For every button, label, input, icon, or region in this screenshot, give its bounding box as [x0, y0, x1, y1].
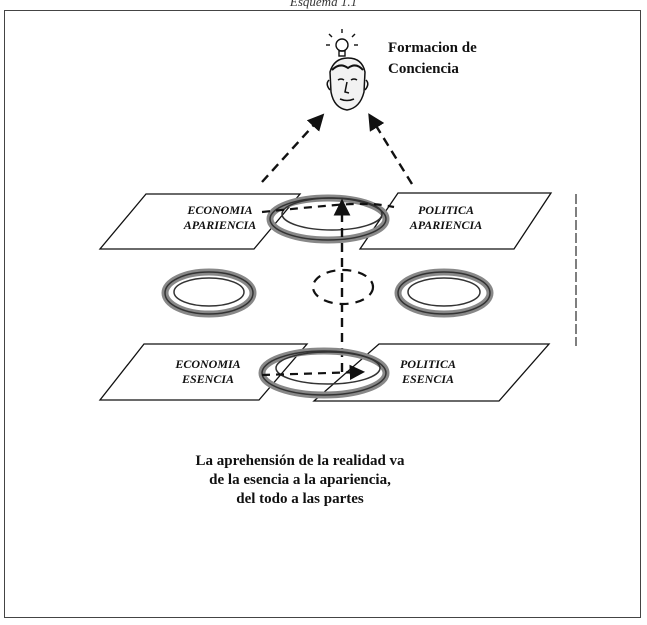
label-economia-esencia: ECONOMIA ESENCIA [158, 357, 258, 387]
label-politica-apariencia: POLITICA APARIENCIA [396, 203, 496, 233]
arrow-to-head-left [261, 113, 325, 183]
header-caption: Esquema 1.1 [289, 0, 358, 9]
caption-line-1: La aprehensión de la realidad va [195, 453, 405, 469]
label-politica-esencia: POLITICA ESENCIA [378, 357, 478, 387]
bottom-plane-flow-arrow [261, 364, 366, 381]
label-economia-apariencia: ECONOMIA APARIENCIA [170, 203, 270, 233]
caption: La aprehensión de la realidad va de la e… [140, 452, 460, 509]
arrow-to-head-right [368, 113, 414, 185]
label-line: ECONOMIA [175, 357, 241, 371]
plane-apariencia-left [98, 193, 302, 250]
swirl-bottom-center [258, 347, 390, 399]
head-icon [326, 57, 369, 111]
lightbulb-icon [326, 29, 358, 57]
title-line-2: Conciencia [388, 61, 459, 77]
plane-esencia-left [98, 343, 309, 401]
swirl-top-center [266, 194, 390, 244]
diagram-frame [4, 10, 641, 618]
label-line: APARIENCIA [409, 218, 483, 232]
label-line: ECONOMIA [187, 203, 253, 217]
caption-line-3: del todo a las partes [236, 491, 364, 507]
label-line: POLITICA [399, 357, 456, 371]
label-line: ESENCIA [401, 372, 455, 386]
swirl-middle-right [394, 268, 494, 318]
title-line-1: Formacion de [388, 40, 477, 56]
label-line: ESENCIA [181, 372, 235, 386]
caption-line-2: de la esencia a la apariencia, [209, 472, 391, 488]
label-line: APARIENCIA [183, 218, 257, 232]
label-line: POLITICA [417, 203, 474, 217]
title-formacion-de-conciencia: Formacion de Conciencia [388, 38, 477, 80]
swirl-middle-left [161, 268, 257, 318]
